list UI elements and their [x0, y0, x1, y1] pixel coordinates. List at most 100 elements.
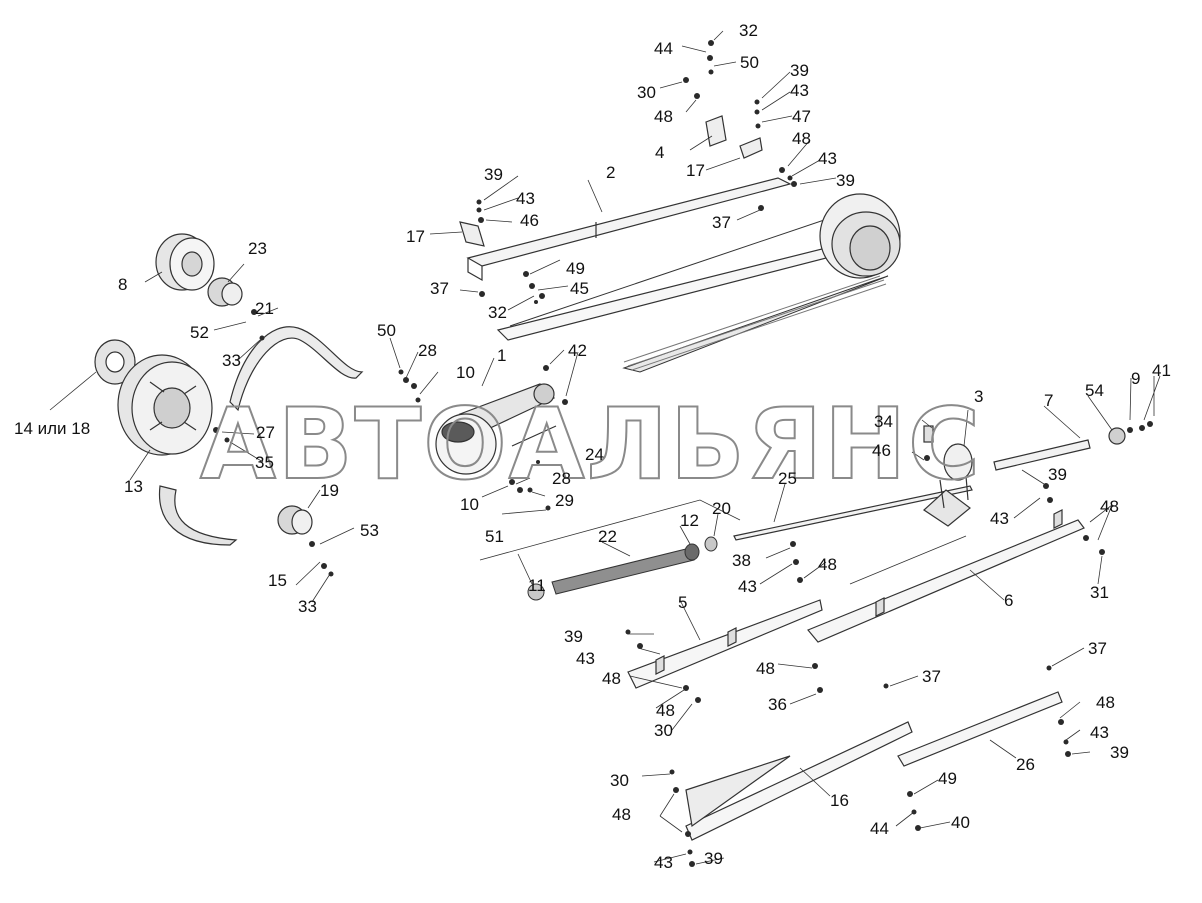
callout-label: 48	[654, 107, 673, 126]
callout-label: 50	[377, 321, 396, 340]
callout-label: 44	[654, 39, 673, 58]
leader-lines	[49, 30, 1161, 865]
bracket-3	[923, 425, 973, 527]
callout-label: 37	[1088, 639, 1107, 658]
callout-label: 33	[298, 597, 317, 616]
callout-label: 34	[874, 412, 893, 431]
callout-label: 35	[255, 453, 274, 472]
brackets-4-17	[459, 115, 763, 247]
callout-label: 10	[456, 363, 475, 382]
callout-label: 37	[430, 279, 449, 298]
callout-label: 28	[418, 341, 437, 360]
callout-label: 22	[598, 527, 617, 546]
callout-label: 39	[790, 61, 809, 80]
callout-label: 39	[836, 171, 855, 190]
flange-14-18	[94, 339, 136, 385]
callout-label: 45	[570, 279, 589, 298]
callout-label: 54	[1085, 381, 1104, 400]
callout-label: 48	[818, 555, 837, 574]
callout-label: 48	[1100, 497, 1119, 516]
callout-label: 40	[951, 813, 970, 832]
callout-label: 30	[654, 721, 673, 740]
hub-19	[277, 505, 313, 535]
callout-label: 48	[792, 129, 811, 148]
callout-label: 30	[637, 83, 656, 102]
pulley-13	[117, 354, 213, 456]
callout-label: 20	[712, 499, 731, 518]
callout-label: 39	[564, 627, 583, 646]
callout-label: 14 или 18	[14, 419, 90, 438]
callout-label: 28	[552, 469, 571, 488]
callout-label: 37	[922, 667, 941, 686]
callout-label: 26	[1016, 755, 1035, 774]
callout-label: 48	[756, 659, 775, 678]
upper-right-pulley	[819, 193, 901, 279]
strip-26	[897, 691, 1063, 767]
callout-label: 43	[738, 577, 757, 596]
callout-label: 43	[790, 81, 809, 100]
callout-label: 15	[268, 571, 287, 590]
strip-5	[627, 599, 823, 689]
callout-label: 53	[360, 521, 379, 540]
callout-label: 9	[1131, 369, 1140, 388]
callout-label: 48	[602, 669, 621, 688]
callout-label: 43	[576, 649, 595, 668]
callout-label: 13	[124, 477, 143, 496]
callout-label: 48	[612, 805, 631, 824]
callout-label: 43	[990, 509, 1009, 528]
callout-label: 41	[1152, 361, 1171, 380]
callout-label: 43	[1090, 723, 1109, 742]
callout-label: 4	[655, 143, 664, 162]
callout-label: 48	[1096, 693, 1115, 712]
callout-label: 39	[704, 849, 723, 868]
callout-label: 51	[485, 527, 504, 546]
callout-label: 39	[484, 165, 503, 184]
callout-label: 10	[460, 495, 479, 514]
callout-label: 42	[568, 341, 587, 360]
callout-label: 37	[712, 213, 731, 232]
callout-label: 47	[792, 107, 811, 126]
rods	[733, 427, 1126, 541]
callout-label: 49	[938, 769, 957, 788]
callout-label: 3	[974, 387, 983, 406]
callout-label: 17	[686, 161, 705, 180]
callout-label: 38	[732, 551, 751, 570]
callout-label: 23	[248, 239, 267, 258]
belt-54	[509, 213, 889, 373]
callout-label: 27	[256, 423, 275, 442]
strip-6	[807, 509, 1085, 643]
callout-label: 16	[830, 791, 849, 810]
callout-label: 5	[678, 593, 687, 612]
callout-label: 48	[656, 701, 675, 720]
callout-label: 25	[778, 469, 797, 488]
callout-label: 43	[654, 853, 673, 872]
callout-label: 46	[520, 211, 539, 230]
callout-label: 31	[1090, 583, 1109, 602]
callout-label: 32	[739, 21, 758, 40]
callout-label: 39	[1110, 743, 1129, 762]
callout-label: 12	[680, 511, 699, 530]
callout-label: 46	[872, 441, 891, 460]
strip-16	[685, 721, 913, 841]
callout-label: 30	[610, 771, 629, 790]
callout-label: 17	[406, 227, 425, 246]
callout-label: 39	[1048, 465, 1067, 484]
spring-22	[527, 536, 718, 601]
callout-label: 49	[566, 259, 585, 278]
callout-label: 33	[222, 351, 241, 370]
callout-label: 21	[255, 299, 274, 318]
callout-label: 2	[606, 163, 615, 182]
callout-label: 29	[555, 491, 574, 510]
callout-label: 1	[497, 346, 506, 365]
pulley-8	[155, 233, 215, 291]
callout-label: 7	[1044, 391, 1053, 410]
hub-23	[207, 277, 243, 307]
small-hardware	[213, 40, 1153, 867]
callout-label: 8	[118, 275, 127, 294]
callout-label: 43	[516, 189, 535, 208]
callout-label: 19	[320, 481, 339, 500]
callout-label: 43	[818, 149, 837, 168]
